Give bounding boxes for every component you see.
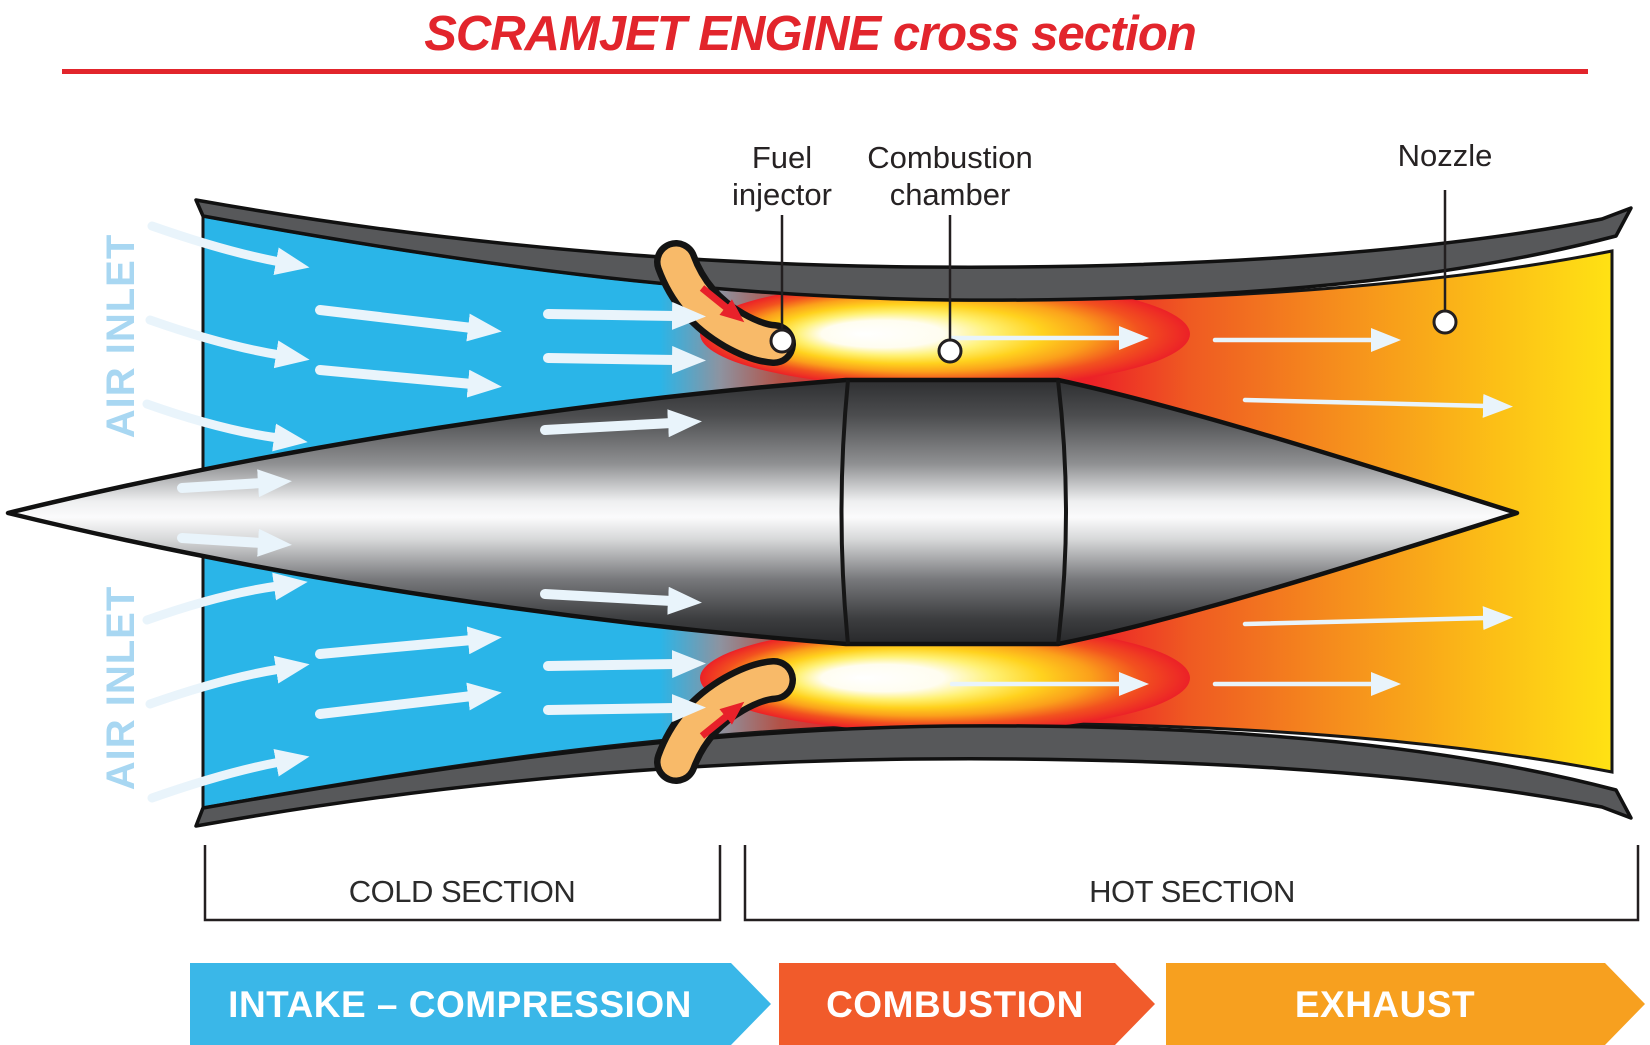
hot-section-bracket bbox=[743, 845, 1640, 922]
intake-compression-banner bbox=[190, 963, 771, 1045]
process-banners: INTAKE – COMPRESSION COMBUSTION EXHAUST bbox=[190, 963, 1645, 1045]
flow-arrow bbox=[145, 315, 310, 369]
combustion-chamber-label-line2: chamber bbox=[890, 177, 1011, 212]
combustion-banner-label: COMBUSTION bbox=[826, 984, 1084, 1025]
flame-bottom bbox=[700, 624, 1190, 732]
flow-arrow bbox=[543, 301, 706, 330]
fuel-injector-label-line1: Fuel bbox=[752, 140, 812, 175]
air-inlet-label-top: AIR INLET bbox=[99, 234, 143, 439]
flow-arrow bbox=[540, 409, 702, 438]
section-brackets bbox=[203, 845, 1640, 922]
intake-compression-banner-label: INTAKE – COMPRESSION bbox=[228, 984, 692, 1025]
callout-markers bbox=[769, 309, 1458, 364]
flow-arrow bbox=[142, 572, 308, 625]
fuel-injector-label-line2: injector bbox=[732, 177, 832, 212]
flow-arrow bbox=[142, 399, 308, 452]
center-body bbox=[5, 377, 1520, 647]
nozzle-label: Nozzle bbox=[1398, 138, 1493, 173]
flow-arrow bbox=[177, 528, 292, 557]
flow-arrow bbox=[543, 650, 706, 679]
flow-arrow bbox=[145, 655, 310, 709]
air-inlet-label-bottom: AIR INLET bbox=[99, 586, 143, 791]
fuel-injector-marker bbox=[769, 328, 795, 354]
flow-arrow bbox=[1242, 606, 1513, 631]
cold-section-bracket bbox=[203, 845, 722, 922]
cold-section-label: COLD SECTION bbox=[349, 874, 576, 909]
flow-arrow bbox=[540, 586, 702, 615]
nozzle-marker bbox=[1432, 309, 1458, 335]
exhaust-banner bbox=[1166, 963, 1645, 1045]
flow-arrow bbox=[543, 694, 706, 723]
flow-arrow bbox=[147, 748, 310, 803]
flow-arrow bbox=[543, 345, 706, 374]
body-seam-rear bbox=[1056, 379, 1068, 645]
combustion-chamber-label-line1: Combustion bbox=[867, 140, 1032, 175]
combustion-banner bbox=[779, 963, 1155, 1045]
flow-arrow bbox=[315, 626, 502, 659]
fuel-injector-top bbox=[654, 240, 796, 366]
page-title: SCRAMJET ENGINE cross section bbox=[424, 7, 1196, 61]
hot-section-label: HOT SECTION bbox=[1089, 874, 1295, 909]
flow-arrow bbox=[315, 365, 502, 398]
flow-arrow bbox=[315, 682, 502, 719]
flow-arrow bbox=[1242, 393, 1513, 418]
airflow-arrows bbox=[142, 221, 1513, 803]
fuel-flow-arrow-bottom bbox=[699, 701, 745, 739]
body-seam-front bbox=[839, 379, 850, 645]
callout-leaders bbox=[780, 190, 1447, 341]
exhaust-banner-label: EXHAUST bbox=[1295, 984, 1475, 1025]
combustion-chamber-marker bbox=[937, 338, 963, 364]
flow-arrow bbox=[147, 221, 310, 276]
title-rule bbox=[62, 69, 1588, 74]
fuel-flow-arrow-top bbox=[699, 285, 745, 323]
flow-arrow bbox=[315, 305, 502, 342]
flame-top bbox=[700, 280, 1190, 388]
fuel-injector-bottom bbox=[654, 658, 796, 784]
flow-arrow bbox=[177, 469, 292, 498]
